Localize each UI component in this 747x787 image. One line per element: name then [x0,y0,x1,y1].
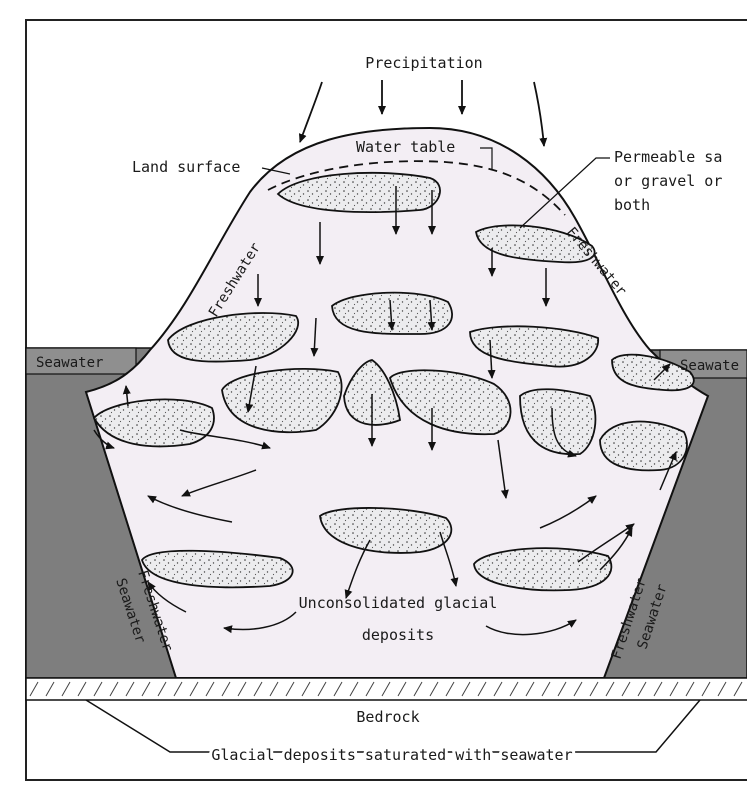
glacial-saturated-label: Glacial deposits saturated with seawater [211,746,572,764]
bedrock-label: Bedrock [356,708,419,726]
permeable-label-line2: or gravel or [614,172,722,190]
precipitation-label: Precipitation [365,54,482,72]
water-table-label: Water table [356,138,455,156]
land-surface-label: Land surface [132,158,240,176]
permeable-label-line1: Permeable sa [614,148,722,166]
seawater-label-left: Seawater [36,355,103,371]
permeable-label-line3: both [614,196,650,214]
unconsolidated-label-line2: deposits [362,626,434,644]
lens [600,422,687,471]
seawater-label-right: Seawate [680,358,739,374]
unconsolidated-label-line1: Unconsolidated glacial [299,594,498,612]
